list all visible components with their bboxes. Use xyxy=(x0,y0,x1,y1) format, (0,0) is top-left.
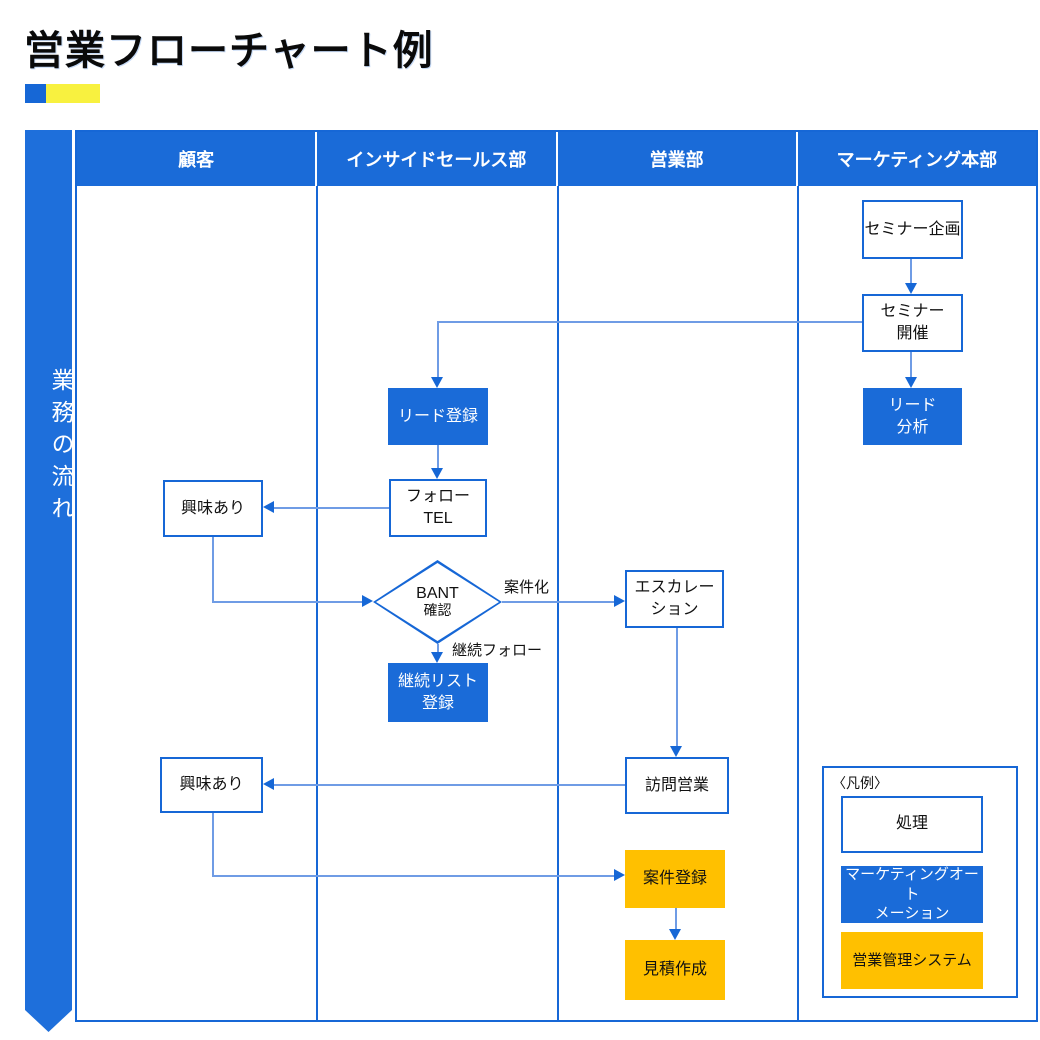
bant-check-line2: 確認 xyxy=(423,602,452,619)
arrowhead-visitsales xyxy=(670,746,682,757)
connector-followtel-interested1 xyxy=(274,507,389,509)
arrowhead-continuelist xyxy=(431,652,443,663)
arrowhead-leadregister xyxy=(431,377,443,388)
arrowhead-seminarhold xyxy=(905,283,917,294)
connector-caseregister-quotecreate xyxy=(675,908,677,930)
connector-bant-escalation xyxy=(502,601,614,603)
connector-visitsales-interested2 xyxy=(274,784,625,786)
legend-item-marketing-automation: マーケティングオート メーション xyxy=(841,866,983,923)
connector-seminarhold-leadanalysis xyxy=(910,352,912,378)
node-escalation: エスカレー ション xyxy=(625,570,724,628)
lane-header-row: 顧客 インサイドセールス部 営業部 マーケティング本部 xyxy=(77,132,1036,186)
arrowhead-interested1 xyxy=(263,501,274,513)
page-title: 営業フローチャート例 xyxy=(24,29,434,73)
lane-header-inside-sales: インサイドセールス部 xyxy=(317,132,558,186)
node-visit-sales: 訪問営業 xyxy=(625,757,729,814)
connector-interested2-caseregister-h xyxy=(212,875,614,877)
node-lead-analysis: リード 分析 xyxy=(863,388,962,445)
lane-header-sales: 営業部 xyxy=(558,132,798,186)
connector-bant-continuelist xyxy=(437,644,439,653)
lane-divider-2 xyxy=(557,186,559,1020)
node-case-register: 案件登録 xyxy=(625,850,725,908)
legend-box: 〈凡例〉 処理 マーケティングオート メーション 営業管理システム xyxy=(822,766,1018,998)
title-underline-blue xyxy=(25,84,46,103)
node-seminar-plan: セミナー企画 xyxy=(862,200,963,259)
legend-item-process: 処理 xyxy=(841,796,983,853)
arrowhead-escalation xyxy=(614,595,625,607)
swimlane-frame: 顧客 インサイドセールス部 営業部 マーケティング本部 xyxy=(75,130,1038,1022)
connector-leadregister-followtel xyxy=(437,445,439,469)
legend-title: 〈凡例〉 xyxy=(832,775,888,791)
node-lead-register: リード登録 xyxy=(388,388,488,445)
title-underline-yellow xyxy=(46,84,100,103)
connector-seminarhold-leadregister-v xyxy=(437,321,439,378)
node-continue-list: 継続リスト 登録 xyxy=(388,663,488,722)
lane-divider-3 xyxy=(797,186,799,1020)
node-seminar-hold: セミナー 開催 xyxy=(862,294,963,352)
arrowhead-caseregister xyxy=(614,869,625,881)
lane-divider-1 xyxy=(316,186,318,1020)
node-interested-2: 興味あり xyxy=(160,757,263,813)
node-interested-1: 興味あり xyxy=(163,480,263,537)
arrowhead-bant xyxy=(362,595,373,607)
legend-item-sales-system: 営業管理システム xyxy=(841,932,983,989)
connector-interested1-bant-v xyxy=(212,537,214,602)
flow-direction-label: 業務の流れ xyxy=(48,368,74,528)
lane-header-marketing: マーケティング本部 xyxy=(836,150,998,170)
connector-interested2-caseregister-v xyxy=(212,813,214,876)
connector-interested1-bant-h xyxy=(212,601,363,603)
node-quote-create: 見積作成 xyxy=(625,940,725,1000)
bant-check-line1: BANT xyxy=(416,584,459,602)
arrowhead-followtel xyxy=(431,468,443,479)
connector-seminarplan-seminarhold xyxy=(910,259,912,284)
lane-header-customer: 顧客 xyxy=(77,132,318,186)
node-follow-tel: フォロー TEL xyxy=(389,479,487,537)
flow-direction-ribbon: 業務の流れ xyxy=(25,130,72,1032)
connector-seminarhold-leadregister-h xyxy=(437,321,862,323)
arrowhead-quotecreate xyxy=(669,929,681,940)
connector-escalation-visitsales xyxy=(676,628,678,747)
arrowhead-interested2 xyxy=(263,778,274,790)
edge-label-dealized: 案件化 xyxy=(504,579,550,596)
edge-label-continuous-follow: 継続フォロー xyxy=(452,642,543,659)
arrowhead-leadanalysis xyxy=(905,377,917,388)
